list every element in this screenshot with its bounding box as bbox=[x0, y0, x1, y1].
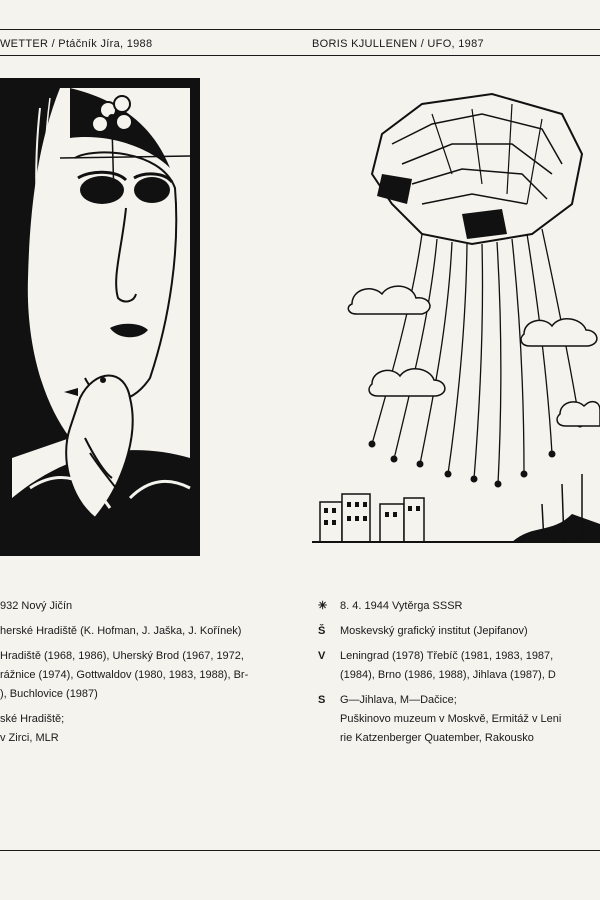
born-text: 8. 4. 1944 Vytěrga SSSR bbox=[340, 600, 463, 612]
collections-line: rie Katzenberger Quatember, Rakousko bbox=[340, 732, 534, 744]
collections-line: v Zirci, MLR bbox=[0, 732, 59, 744]
left-artwork-caption: WETTER / Ptáčník Jíra, 1988 bbox=[0, 38, 153, 50]
bottom-rule bbox=[0, 850, 600, 851]
study-marker: Š bbox=[318, 625, 326, 637]
collections-line: S G—Jihlava, M—Dačice; bbox=[318, 691, 561, 710]
exhibitions-line: Hradiště (1968, 1986), Uherský Brod (196… bbox=[0, 650, 244, 662]
collections-text: G—Jihlava, M—Dačice; bbox=[340, 694, 457, 706]
exhibitions-text: Leningrad (1978) Třebíč (1981, 1983, 198… bbox=[340, 650, 554, 662]
born-line: ✳ 8. 4. 1944 Vytěrga SSSR bbox=[318, 597, 561, 616]
exhibitions-marker: V bbox=[318, 650, 326, 662]
top-rule bbox=[0, 29, 600, 30]
header-rule bbox=[0, 55, 600, 56]
left-artist-bio: 932 Nový Jičín herské Hradiště (K. Hofma… bbox=[0, 597, 248, 748]
collections-marker: S bbox=[318, 694, 326, 706]
collections-line: ské Hradiště; bbox=[0, 713, 65, 725]
exhibitions-line: ), Buchlovice (1987) bbox=[0, 688, 98, 700]
born-asterisk-icon: ✳ bbox=[318, 600, 328, 612]
born-line: 932 Nový Jičín bbox=[0, 600, 73, 612]
study-line: herské Hradiště (K. Hofman, J. Jaška, J.… bbox=[0, 625, 242, 637]
exhibitions-line: V Leningrad (1978) Třebíč (1981, 1983, 1… bbox=[318, 647, 561, 666]
exhibitions-line: (1984), Brno (1986, 1988), Jihlava (1987… bbox=[340, 669, 556, 681]
right-artwork bbox=[312, 84, 600, 554]
study-text: Moskevský grafický institut (Jepifanov) bbox=[340, 625, 528, 637]
collections-line: Puškinovo muzeum v Moskvě, Ermitáž v Len… bbox=[340, 713, 562, 725]
exhibitions-line: rážnice (1974), Gottwaldov (1980, 1983, … bbox=[0, 669, 249, 681]
left-artwork bbox=[0, 78, 200, 556]
right-artist-bio: ✳ 8. 4. 1944 Vytěrga SSSR Š Moskevský gr… bbox=[318, 597, 561, 748]
right-artwork-caption: BORIS KJULLENEN / UFO, 1987 bbox=[312, 38, 484, 50]
study-line: Š Moskevský grafický institut (Jepifanov… bbox=[318, 622, 561, 641]
